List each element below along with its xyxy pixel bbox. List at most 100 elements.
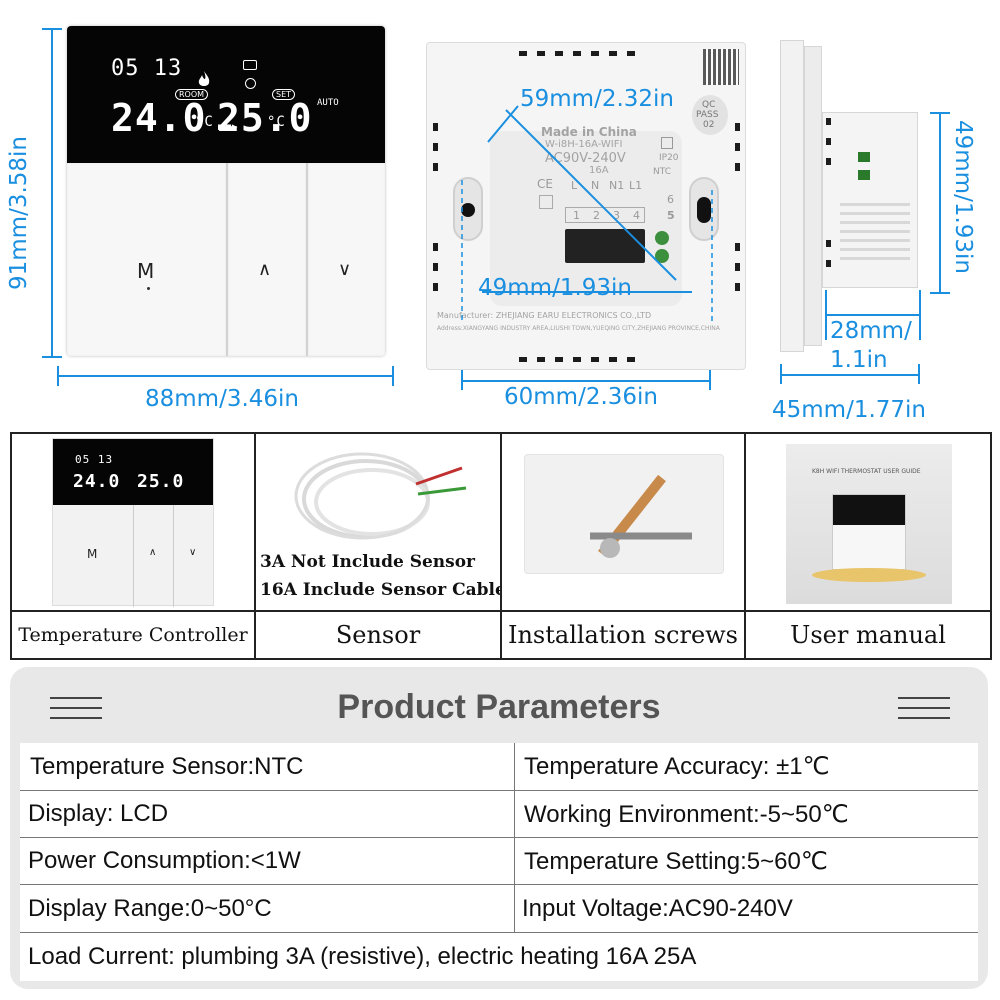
room-temp: 24.0	[111, 96, 207, 140]
clock-icon	[245, 78, 256, 89]
param-range: Display Range:0~50°C	[28, 894, 272, 922]
side-height-label: 49mm/1.93in	[950, 120, 976, 275]
up-button[interactable]: ∧	[227, 163, 307, 356]
table-row: Load Current: plumbing 3A (resistive), e…	[20, 933, 978, 981]
parameters-title: Product Parameters	[337, 688, 661, 726]
set-label: SET	[272, 89, 296, 100]
caption-sensor: Sensor	[256, 610, 500, 658]
manufacturer-text: Manufacturer: ZHEJIANG EARU ELECTRONICS …	[437, 311, 652, 320]
table-row: Power Consumption:<1W Temperature Settin…	[20, 838, 978, 885]
ntc-label: NTC	[653, 167, 671, 177]
side-width-line	[780, 374, 920, 376]
param-setting: Temperature Setting:5~60℃	[524, 847, 828, 875]
side-height-line	[939, 112, 941, 294]
manual-pedestal	[812, 568, 926, 582]
down-button[interactable]: ∨	[307, 163, 385, 356]
lcd-screen: 05 13 ROOM 24.0 °C ▪▪▸ SET 25.0 °C AUTO	[67, 26, 385, 163]
terminal-housing	[490, 131, 682, 306]
front-height-label: 91mm/3.58in	[6, 135, 32, 290]
terminal-number-strip	[565, 207, 645, 223]
side-depth-label-2: 1.1in	[830, 347, 888, 373]
param-power: Power Consumption:<1W	[28, 847, 301, 874]
table-row: Display Range:0~50°C Input Voltage:AC90-…	[20, 885, 978, 933]
made-in-label: Made in China	[541, 125, 637, 139]
back-width-line	[461, 380, 711, 382]
date-readout: 05 13	[111, 56, 183, 81]
dim-tick	[709, 370, 711, 390]
recycle-bin-icon	[539, 195, 553, 209]
parameters-table: Temperature Sensor:NTC Temperature Accur…	[20, 743, 978, 981]
chevron-up-icon: ∧	[149, 547, 157, 558]
current-label: 16A	[589, 165, 609, 176]
chevron-down-icon: ∨	[189, 547, 197, 558]
side-width-label: 45mm/1.77in	[772, 397, 927, 423]
side-depth-label-1: 28mm/	[830, 318, 912, 344]
mode-indicator: AUTO	[317, 98, 339, 108]
double-insulation-icon	[661, 137, 673, 149]
side-vents	[840, 200, 910, 260]
mount-hole-right	[689, 177, 719, 241]
accessory-manual: K8H WIFI THERMOSTAT USER GUIDE User manu…	[746, 434, 990, 658]
mode-icon: Μ	[87, 547, 98, 561]
side-frame	[804, 46, 822, 346]
thermostat-side	[780, 40, 920, 352]
table-row: Display: LCD Working Environment:-5~50℃	[20, 791, 978, 838]
mount-hole-left	[453, 177, 483, 241]
accessory-controller: 05 13 24.0 25.0 Μ ∧ ∨ Temperature Contro…	[12, 434, 256, 658]
green-terminal	[858, 170, 870, 180]
mode-icon: Μ	[137, 259, 155, 283]
manual-title: K8H WIFI THERMOSTAT USER GUIDE	[812, 468, 921, 475]
room-label: ROOM	[175, 89, 209, 100]
param-environment: Working Environment:-5~50℃	[524, 800, 849, 828]
screw-icon	[590, 474, 692, 558]
column-divider	[514, 743, 515, 933]
caption-screws: Installation screws	[502, 610, 744, 658]
back-diagonal-label: 59mm/2.32in	[520, 86, 675, 112]
dim-tick	[918, 364, 920, 384]
decor-lines-left	[50, 697, 102, 727]
address-text: Address:XIANGYANG INDUSTRY AREA,LIUSHI T…	[437, 325, 720, 332]
flame-icon	[197, 70, 211, 88]
decor-lines-right	[898, 697, 950, 727]
thermostat-front: 05 13 ROOM 24.0 °C ▪▪▸ SET 25.0 °C AUTO …	[67, 26, 385, 356]
set-unit: °C	[267, 114, 286, 130]
ip-label: IP20	[659, 153, 679, 163]
house-icon	[243, 60, 257, 70]
sensor-note-1: 3A Not Include Sensor	[260, 552, 476, 572]
manual-cover: K8H WIFI THERMOSTAT USER GUIDE	[786, 444, 952, 604]
chevron-up-icon: ∧	[258, 259, 272, 280]
room-unit: °C	[195, 114, 214, 130]
back-diagonal-lines	[461, 105, 713, 322]
front-width-line	[57, 375, 394, 377]
param-sensor: Temperature Sensor:NTC	[30, 752, 304, 780]
param-voltage: Input Voltage:AC90-240V	[522, 894, 793, 922]
front-width-label: 88mm/3.46in	[145, 386, 300, 412]
front-height-line	[51, 28, 53, 358]
sensor-note-2: 16A Include Sensor Cable	[260, 580, 500, 600]
accessory-sensor: 3A Not Include Sensor 16A Include Sensor…	[256, 434, 502, 658]
green-terminal	[858, 152, 870, 162]
dim-tick	[42, 356, 62, 358]
sensor-cable-icon	[294, 452, 467, 540]
caption-manual: User manual	[746, 610, 990, 658]
ce-mark: CE	[537, 177, 553, 191]
param-load-current: Load Current: plumbing 3A (resistive), e…	[28, 943, 697, 970]
back-width-label: 60mm/2.36in	[504, 384, 659, 410]
arrow-right-icon: ▪▪▸	[217, 120, 238, 133]
model-label: W-i8H-16A-WIFI	[545, 139, 623, 150]
side-depth-line	[825, 314, 921, 316]
chevron-down-icon: ∨	[338, 259, 352, 280]
back-hole-spacing-label: 49mm/1.93in	[478, 275, 633, 301]
voltage-label: AC90V-240V	[545, 151, 626, 166]
qr-code-icon	[703, 49, 739, 85]
ntc-terminal-1	[655, 231, 669, 245]
caption-controller: Temperature Controller	[12, 610, 254, 658]
accessory-screws: Installation screws	[502, 434, 746, 658]
mode-button[interactable]: Μ	[67, 163, 227, 356]
controller-thumbnail: 05 13 24.0 25.0 Μ ∧ ∨	[52, 438, 214, 607]
qc-sticker: QC PASS 02	[692, 95, 728, 135]
ntc-terminal-2	[655, 249, 669, 263]
param-display: Display: LCD	[28, 800, 169, 827]
param-accuracy: Temperature Accuracy: ±1℃	[524, 753, 830, 780]
set-temp: 25.0	[217, 96, 313, 140]
